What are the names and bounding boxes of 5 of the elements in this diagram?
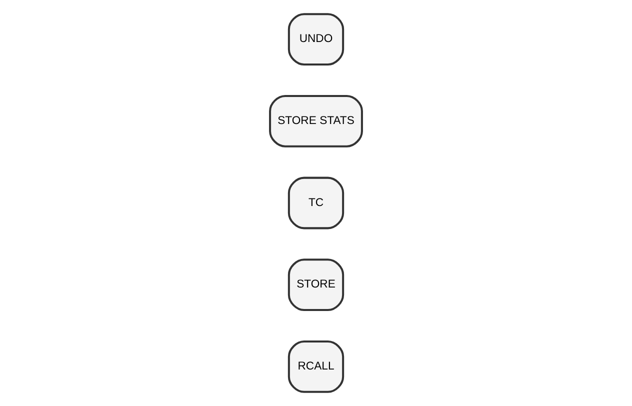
node-box: STORE STATS — [269, 94, 363, 148]
node-box: TC — [288, 176, 344, 230]
node-box: UNDO — [288, 13, 344, 66]
node-box: STORE — [288, 258, 344, 312]
node-box: RCALL — [288, 340, 344, 393]
